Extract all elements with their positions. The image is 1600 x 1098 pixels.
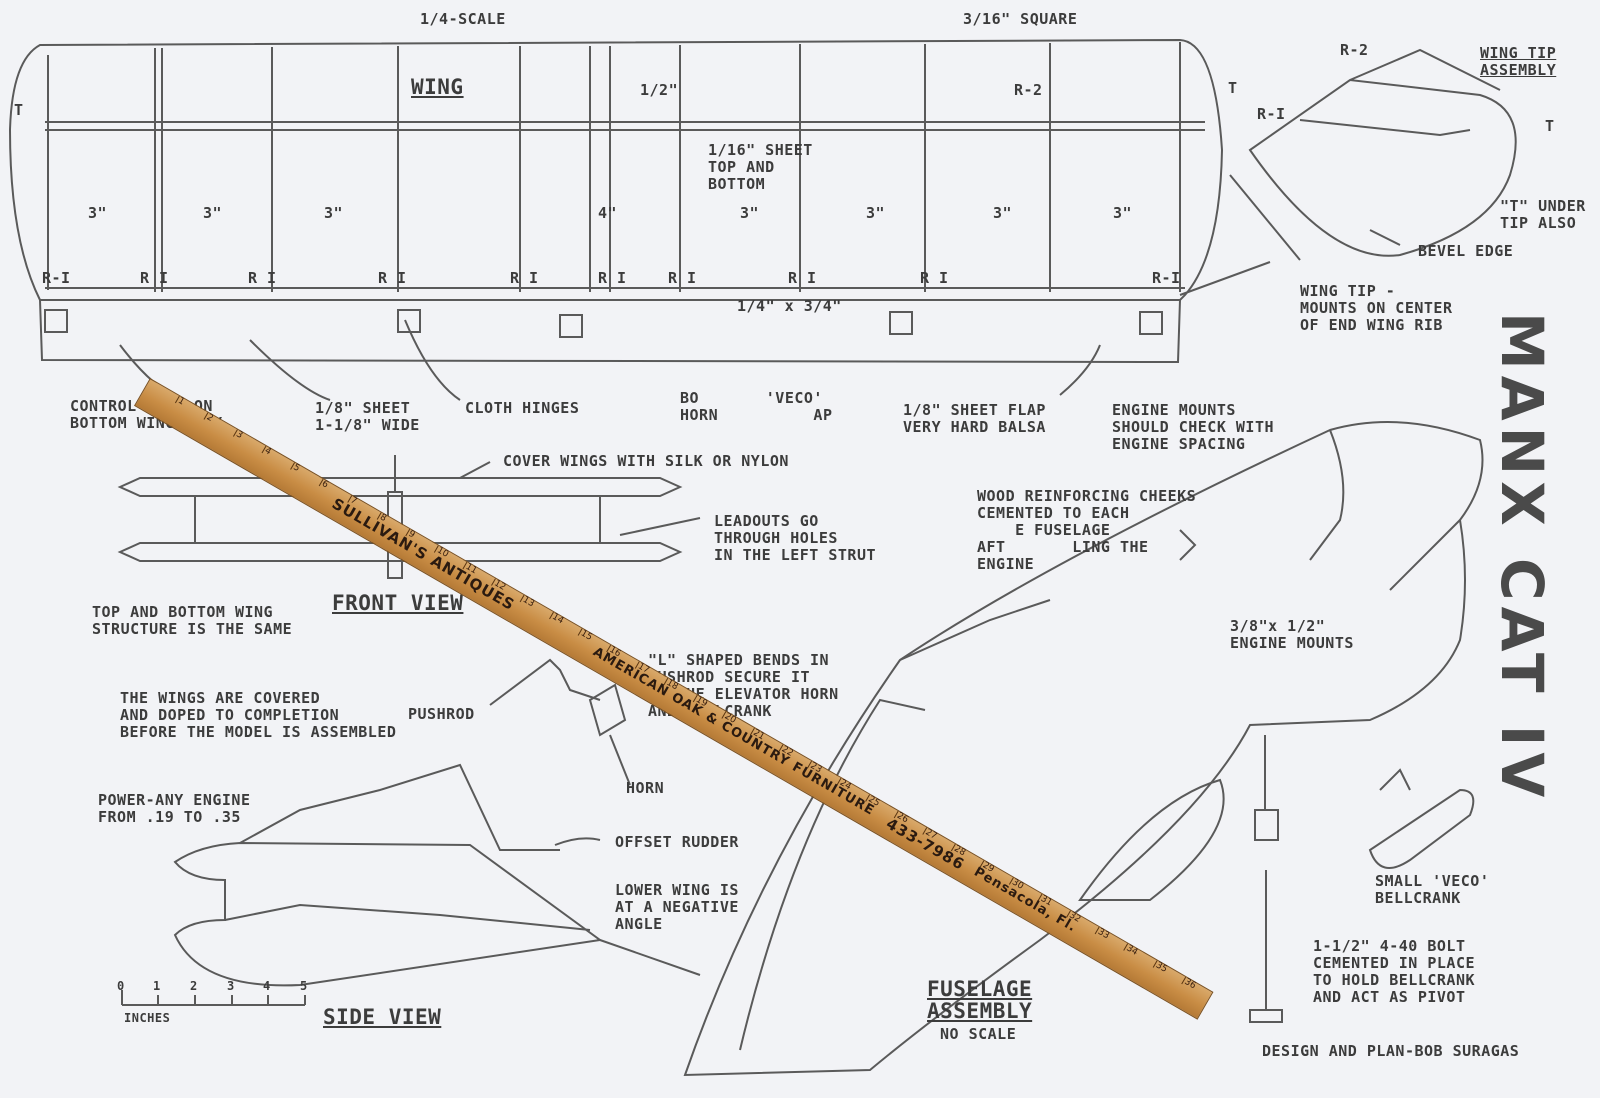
wing-scale-label: 1/4-SCALE [420,10,506,28]
plan-title: MANX CAT IV [1488,312,1556,804]
wing-tip-t-label: T [1545,117,1555,135]
veco-horn-note: BO 'VECO' HORN AP [680,389,833,424]
wing-tip-t-label: T [1228,79,1238,97]
sheet-width-note: 1/8" SHEET 1-1/8" WIDE [315,399,420,434]
engine-mounts-check-note: ENGINE MOUNTS SHOULD CHECK WITH ENGINE S… [1112,401,1275,453]
rib-spacing: 3" [203,204,223,222]
inch-scale-bar [121,990,306,1006]
rib-label: R-I [1152,269,1181,287]
fuselage-assembly-label: FUSELAGE ASSEMBLY [927,977,1033,1023]
rib-label: R I [920,269,949,287]
pushrod-label: PUSHROD [408,705,475,723]
flap-note: 1/8" SHEET FLAP VERY HARD BALSA [903,401,1046,436]
trailing-edge-label: 1/4" x 3/4" [737,297,842,315]
reinforcing-cheeks-note: WOOD REINFORCING CHEEKS CEMENTED TO EACH… [977,487,1197,573]
structure-same-note: TOP AND BOTTOM WING STRUCTURE IS THE SAM… [92,603,293,638]
rib-spacing: 3" [740,204,760,222]
wing-plan-view [8,38,1271,401]
wing-t-label: T [14,101,24,119]
wing-r2-label: R-2 [1014,81,1043,99]
rib-label: R-I [42,269,71,287]
inches-label: INCHES [124,1011,171,1025]
rib-spacing: 3" [88,204,108,222]
rib-spacing: 4" [598,204,618,222]
spar-size-label: 3/16" SQUARE [963,10,1078,28]
wings-covered-note: THE WINGS ARE COVERED AND DOPED TO COMPL… [120,689,397,741]
cover-wings-note: COVER WINGS WITH SILK OR NYLON [503,452,789,470]
side-view-drawing [173,763,701,987]
scale-number: 5 [300,979,308,993]
wing-label: WING [411,75,464,99]
half-inch-label: 1/2" [640,81,679,99]
scale-number: 2 [190,979,198,993]
rib-label: R I [140,269,169,287]
designer-credit: DESIGN AND PLAN-BOB SURAGAS [1262,1042,1520,1060]
wing-tip-mount-note: WING TIP - MOUNTS ON CENTER OF END WING … [1300,282,1453,334]
fuselage-drawing [683,421,1484,1077]
rib-label: R I [598,269,627,287]
cloth-hinges-note: CLOTH HINGES [465,399,580,417]
rib-label: R I [668,269,697,287]
scale-number: 4 [263,979,271,993]
offset-rudder-label: OFFSET RUDDER [615,833,739,851]
no-scale-label: NO SCALE [940,1025,1017,1043]
rib-spacing: 3" [324,204,344,222]
wing-tip-r2-label: R-2 [1340,41,1369,59]
engine-mount-size-note: 3/8"x 1/2" ENGINE MOUNTS [1230,617,1354,652]
rib-label: R I [248,269,277,287]
scale-number: 3 [227,979,235,993]
rib-spacing: 3" [993,204,1013,222]
rib-label: R I [510,269,539,287]
scale-number: 0 [117,979,125,993]
rib-spacing: 3" [866,204,886,222]
side-view-label: SIDE VIEW [323,1005,442,1029]
rib-spacing: 3" [1113,204,1133,222]
bevel-edge-note: BEVEL EDGE [1418,242,1514,260]
leadouts-note: LEADOUTS GO THROUGH HOLES IN THE LEFT ST… [714,512,877,564]
horn-label: HORN [626,779,665,797]
bolt-note: 1-1/2" 4-40 BOLT CEMENTED IN PLACE TO HO… [1313,937,1476,1006]
lower-wing-note: LOWER WING IS AT A NEGATIVE ANGLE [615,881,739,933]
wing-tip-assembly-drawing [1229,48,1517,261]
t-under-note: "T" UNDER TIP ALSO [1500,197,1586,232]
front-view-label: FRONT VIEW [332,591,464,615]
scale-number: 1 [153,979,161,993]
wing-tip-title: WING TIP ASSEMBLY [1480,44,1557,79]
power-engine-note: POWER-ANY ENGINE FROM .19 TO .35 [98,791,251,826]
sheet-covering-label: 1/16" SHEET TOP AND BOTTOM [708,141,813,193]
wing-tip-r1-label: R-I [1257,105,1286,123]
rib-label: R I [378,269,407,287]
pushrod-detail-drawing [489,658,631,786]
rib-label: R I [788,269,817,287]
bellcrank-label: SMALL 'VECO' BELLCRANK [1375,872,1490,907]
